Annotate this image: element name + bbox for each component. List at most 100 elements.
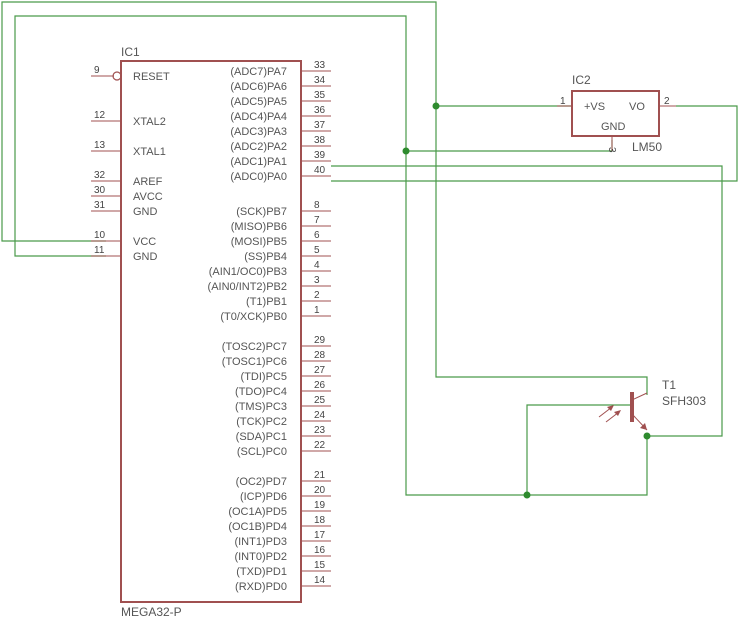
- ic1-pin-num: 34: [314, 75, 326, 86]
- ic1-pin-num: 27: [314, 365, 326, 376]
- wire-gnd-net: [14, 15, 527, 496]
- ic1-pin-num: 31: [94, 200, 106, 211]
- ic1-pin-label: (ADC5)PA5: [230, 96, 287, 108]
- ic1-pin-num: 38: [314, 135, 326, 146]
- ic1-pin-num: 37: [314, 120, 326, 131]
- inverted-pin-bubble: [112, 71, 122, 81]
- ic1-pin-num: 21: [314, 470, 326, 481]
- ic1-pin-23: 23 (SDA)PC1: [236, 425, 331, 443]
- ic1-pin-label: (TOSC1)PC6: [222, 356, 287, 368]
- ic1-pin-num: 32: [94, 170, 106, 181]
- ic1-pin-num: 6: [314, 230, 320, 241]
- ic1-pin-label: (OC2)PD7: [236, 476, 287, 488]
- ic1-pin-label: VCC: [133, 236, 156, 248]
- ic1-pin-18: 18(OC1B)PD4: [228, 515, 331, 533]
- ic1-pin-num: 25: [314, 395, 326, 406]
- ic1-component[interactable]: IC1 MEGA32-P 9RESET12XTAL213XTAL132AREF3…: [91, 45, 331, 619]
- ic1-pin-num: 10: [94, 230, 106, 241]
- t1-component[interactable]: T1 SFH303: [598, 378, 706, 431]
- ic1-pin-num: 17: [314, 530, 326, 541]
- t1-value: SFH303: [662, 394, 706, 408]
- ic1-pin-27: 27(TDI)PC5: [241, 365, 331, 383]
- ic1-pin-label: (SS)PB4: [244, 251, 287, 263]
- ic1-pin-3: 3(AIN0/INT2)PB2: [208, 275, 331, 293]
- ic1-pin-39: 39(ADC1)PA1: [230, 150, 331, 168]
- ic1-pin-num: 26: [314, 380, 326, 391]
- ic1-pin-label: (ADC2)PA2: [230, 141, 287, 153]
- ic1-pin-num: 24: [314, 410, 326, 421]
- ic1-pin-21: 21 (OC2)PD7: [236, 470, 331, 488]
- ic1-pin-num: 13: [94, 140, 106, 151]
- ic1-pin-num: 22: [314, 440, 326, 451]
- ic1-right-pins: 33(ADC7)PA734(ADC6)PA635(ADC5)PA536(ADC4…: [208, 60, 331, 593]
- ic1-pin-num: 9: [94, 65, 100, 76]
- ic1-pin-33: 33 (ADC7)PA7: [230, 60, 331, 78]
- ic1-pin-40: 40(ADC0)PA0: [230, 165, 331, 183]
- ic1-pin-num: 18: [314, 515, 326, 526]
- t1-light-arrowhead-1: [607, 405, 614, 411]
- ic1-name: IC1: [121, 45, 140, 59]
- ic1-pin-label: (OC1A)PD5: [228, 506, 287, 518]
- wire-pa1-vo: [331, 165, 723, 437]
- ic1-pin-num: 23: [314, 425, 326, 436]
- ic1-pin-num: 4: [314, 260, 320, 271]
- ic1-pin-label: (MISO)PB6: [231, 221, 287, 233]
- ic1-pin-38: 38 (ADC2)PA2: [230, 135, 331, 153]
- ic1-pin-num: 33: [314, 60, 326, 71]
- ic1-pin-25: 25 (TMS)PC3: [235, 395, 331, 413]
- ic2-pin1-num: 1: [560, 96, 566, 107]
- ic1-pin-26: 26 (TDO)PC4: [235, 380, 331, 398]
- ic1-pin-22: 22(SCL)PC0: [237, 440, 331, 458]
- ic2-component[interactable]: IC2 LM50 1 +VS 2 VO 3 GND: [557, 73, 676, 154]
- ic2-value: LM50: [632, 140, 662, 154]
- ic1-pin-num: 8: [314, 200, 320, 211]
- ic1-left-pins: 9RESET12XTAL213XTAL132AREF30AVCC31GND10V…: [91, 65, 170, 263]
- ic1-pin-label: (AIN1/OC0)PB3: [209, 266, 287, 278]
- ic1-pin-label: (SDA)PC1: [236, 431, 287, 443]
- ic1-pin-label: GND: [133, 251, 158, 263]
- ic2-pin3-num: 3: [606, 147, 617, 153]
- ic1-pin-20: 20(ICP)PD6: [240, 485, 331, 503]
- ic1-pin-num: 1: [314, 305, 320, 316]
- ic2-body: [571, 90, 660, 137]
- ic1-pin-num: 2: [314, 290, 320, 301]
- ic1-pin-label: (TDO)PC4: [235, 386, 287, 398]
- ic1-pin-label: GND: [133, 206, 158, 218]
- ic1-pin-num: 30: [94, 185, 106, 196]
- ic1-pin-label: XTAL1: [133, 146, 166, 158]
- ic1-pin-label: (SCK)PB7: [236, 206, 287, 218]
- ic1-pin-15: 15 (TXD)PD1: [236, 560, 331, 578]
- ic1-pin-label: (MOSI)PB5: [231, 236, 287, 248]
- ic1-pin-label: (ADC7)PA7: [230, 66, 287, 78]
- ic2-name: IC2: [572, 73, 591, 87]
- junction-t1-emitter: [643, 432, 651, 440]
- ic1-pin-label: (TOSC2)PC7: [222, 341, 287, 353]
- ic1-pin-label: (ADC1)PA1: [230, 156, 287, 168]
- ic1-pin-label: (AIN0/INT2)PB2: [208, 281, 287, 293]
- ic1-pin-num: 15: [314, 560, 326, 571]
- junction-gnd-t1: [523, 491, 531, 499]
- t1-collector: [631, 392, 648, 401]
- ic1-pin-num: 20: [314, 485, 326, 496]
- ic1-pin-label: (TXD)PD1: [236, 566, 287, 578]
- ic1-pin-num: 40: [314, 165, 326, 176]
- ic1-pin-19: 19(OC1A)PD5: [228, 500, 331, 518]
- t1-light-arrowhead-2: [614, 410, 621, 416]
- ic1-pin-label: (TMS)PC3: [235, 401, 287, 413]
- ic1-pin-label: (INT1)PD3: [234, 536, 287, 548]
- ic1-pin-34: 34(ADC6)PA6: [230, 75, 331, 93]
- ic2-pin2-num: 2: [664, 96, 670, 107]
- ic1-pin-num: 12: [94, 110, 106, 121]
- wire-vcc-to-t1: [435, 106, 648, 395]
- ic1-value: MEGA32-P: [121, 605, 182, 619]
- ic1-pin-num: 35: [314, 90, 326, 101]
- ic1-pin-4: 4 (AIN1/OC0)PB3: [209, 260, 331, 278]
- ic1-pin-29: 29(TOSC2)PC7: [222, 335, 331, 353]
- wire-gnd-t1: [527, 438, 648, 496]
- ic1-pin-label: XTAL2: [133, 116, 166, 128]
